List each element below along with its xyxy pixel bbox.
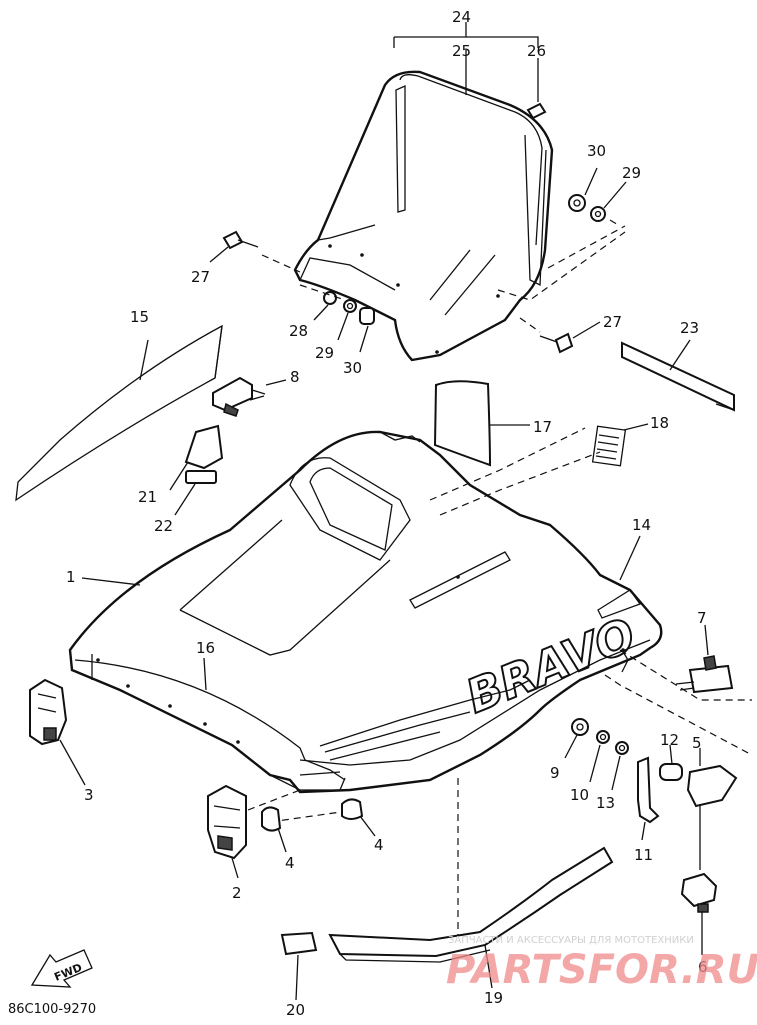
callout-13: 13 xyxy=(596,794,615,812)
callout-8: 8 xyxy=(290,368,300,386)
callout-10: 10 xyxy=(570,786,589,804)
windshield xyxy=(293,70,554,362)
callout-3: 3 xyxy=(84,786,94,804)
callout-30b: 30 xyxy=(587,142,606,160)
diagram-code: 86C100-9270 xyxy=(8,1002,96,1017)
bracket-24-line xyxy=(393,36,539,48)
forward-label: FWD xyxy=(52,961,84,984)
watermark-logo: PARTSFOR.RU xyxy=(446,947,757,993)
callout-9: 9 xyxy=(550,764,560,782)
callout-28: 28 xyxy=(289,322,308,340)
callout-27b: 27 xyxy=(603,313,622,331)
callout-29a: 29 xyxy=(315,344,334,362)
pad-20 xyxy=(280,931,318,1001)
callout-16: 16 xyxy=(196,639,215,657)
hinge-3 xyxy=(29,678,86,786)
strip-23 xyxy=(621,339,735,412)
strap-7 xyxy=(675,624,734,694)
watermark-tagline: ЗАПЧАСТИ И АКСЕССУАРЫ ДЛЯ МОТОТЕХНИКИ xyxy=(448,935,694,946)
callout-23: 23 xyxy=(680,319,699,337)
screw-27-upper xyxy=(209,230,301,273)
rubber-mount-4 xyxy=(261,798,376,853)
callout-5: 5 xyxy=(692,734,702,752)
hood-1 xyxy=(68,430,663,794)
trim-clip-26 xyxy=(526,102,547,120)
callout-6: 6 xyxy=(698,958,708,976)
callout-4b: 4 xyxy=(374,836,384,854)
hood-brand-lettering: BRAVO xyxy=(459,607,643,723)
decal-15 xyxy=(15,324,223,502)
callout-labels: 1 2 3 4 4 5 6 7 8 9 10 11 12 13 14 15 16… xyxy=(66,8,708,1019)
callout-26: 26 xyxy=(527,42,546,60)
callout-19: 19 xyxy=(484,989,503,1007)
callout-17: 17 xyxy=(533,418,552,436)
callout-7: 7 xyxy=(697,609,707,627)
callout-21: 21 xyxy=(138,488,157,506)
tag-18 xyxy=(591,423,649,467)
windshield-hardware-upper xyxy=(547,167,627,269)
callout-29b: 29 xyxy=(622,164,641,182)
windshield-hardware-lower xyxy=(299,284,375,353)
callout-2: 2 xyxy=(232,884,242,902)
callout-11: 11 xyxy=(634,846,653,864)
screw-27-lower xyxy=(497,231,626,354)
pad-21-22 xyxy=(169,424,224,516)
callout-30a: 30 xyxy=(343,359,362,377)
hinge-2 xyxy=(207,784,247,879)
callout-15: 15 xyxy=(130,308,149,326)
latch-assembly xyxy=(564,718,738,955)
forward-arrow-icon: FWD xyxy=(30,949,93,988)
callout-20: 20 xyxy=(286,1001,305,1019)
callout-14: 14 xyxy=(632,516,651,534)
callout-18: 18 xyxy=(650,414,669,432)
callout-1: 1 xyxy=(66,568,76,586)
bumper-19 xyxy=(328,846,614,989)
callout-24: 24 xyxy=(452,8,471,26)
callout-4a: 4 xyxy=(285,854,295,872)
callout-22: 22 xyxy=(154,517,173,535)
seat-pad-17 xyxy=(433,380,530,467)
callout-25: 25 xyxy=(452,42,471,60)
callout-27a: 27 xyxy=(191,268,210,286)
bracket-8 xyxy=(212,376,287,417)
callout-12: 12 xyxy=(660,731,679,749)
